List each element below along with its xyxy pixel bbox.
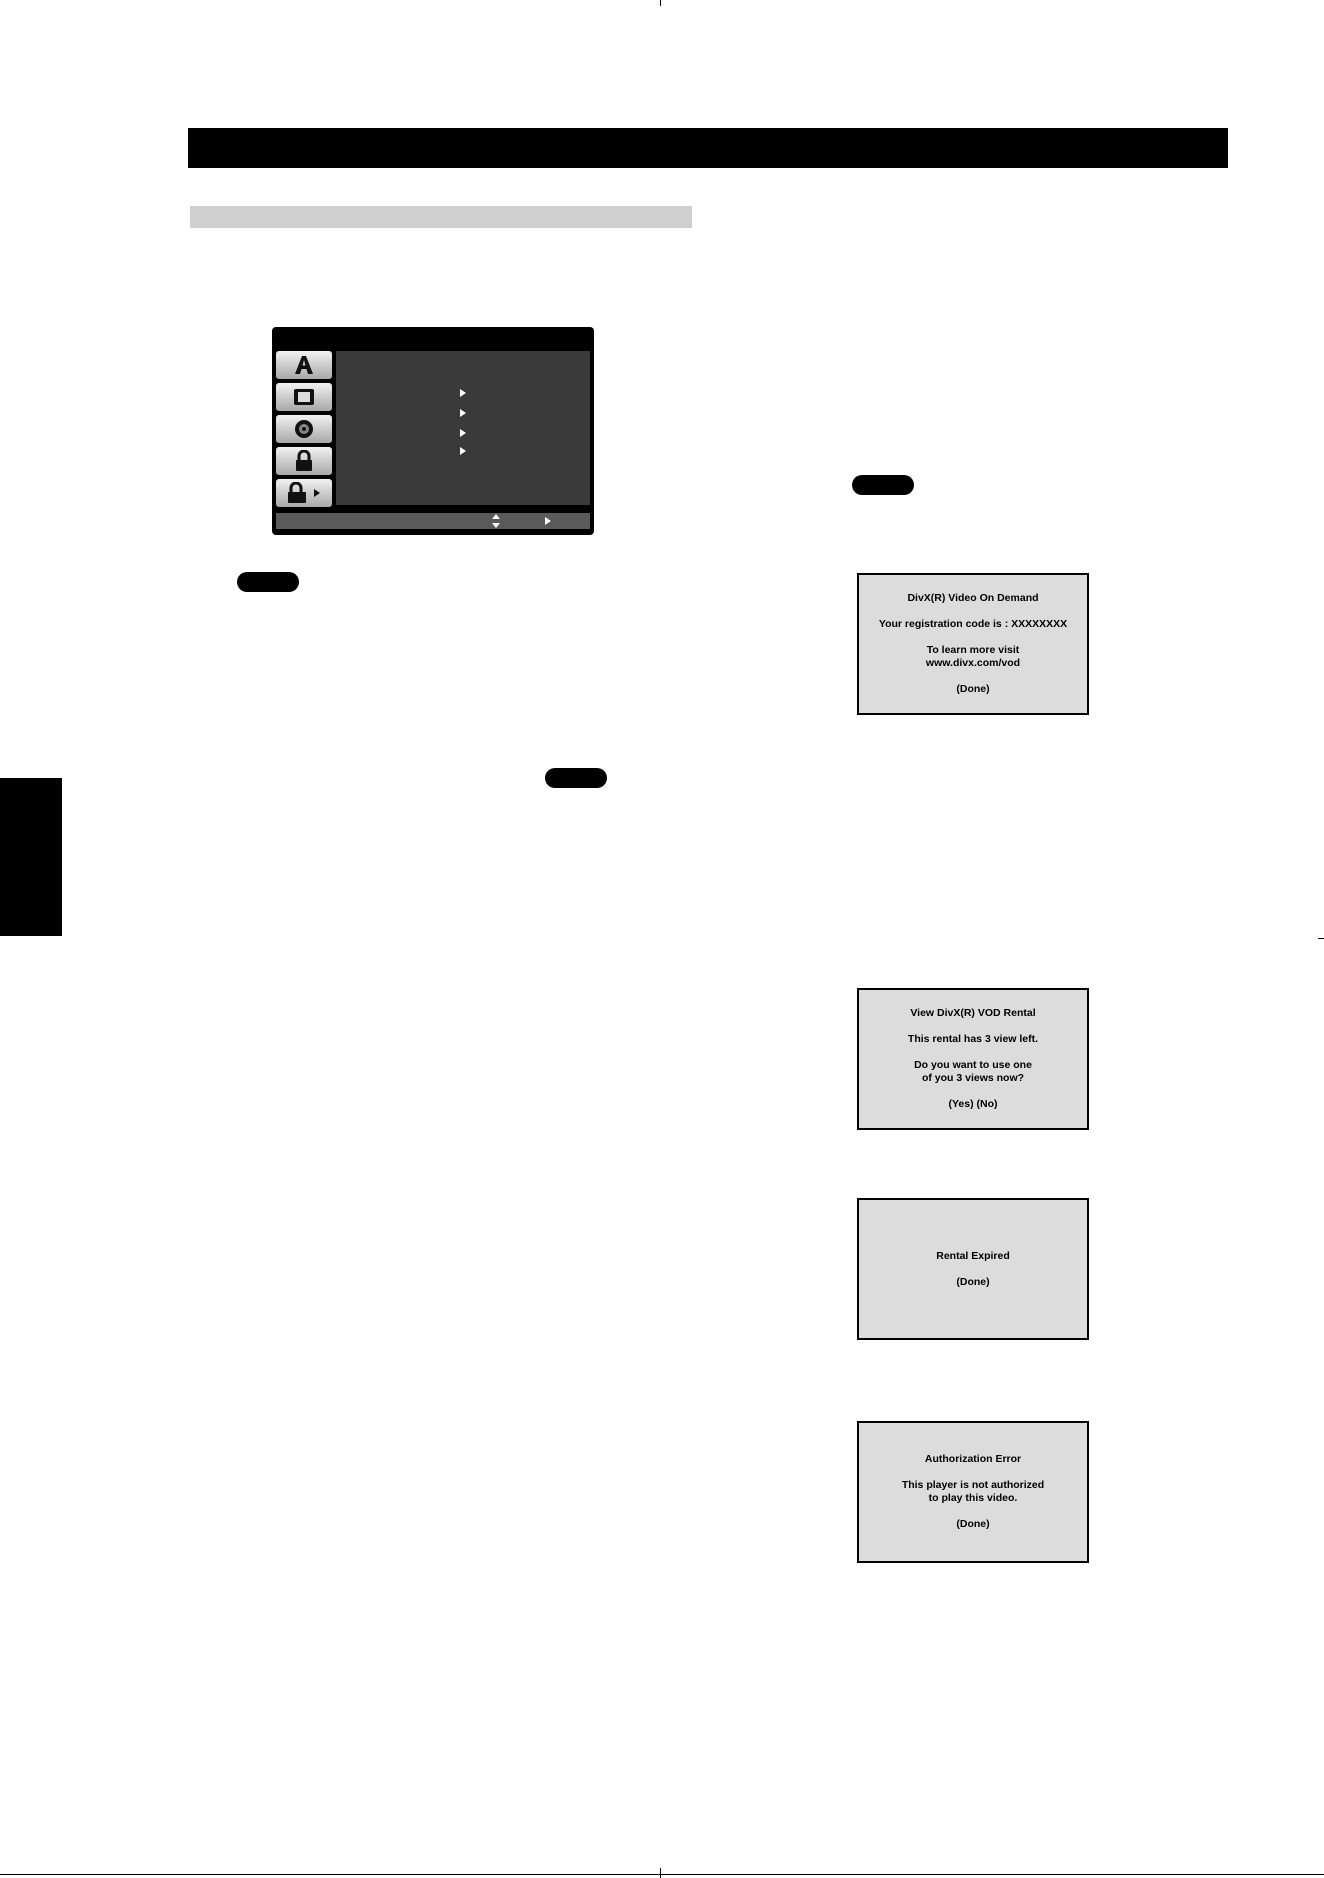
setup-menu-panel bbox=[336, 351, 590, 505]
setup-tab-others[interactable] bbox=[276, 479, 332, 507]
learn-more-text: To learn more visit bbox=[926, 644, 1020, 656]
rental-expired-dialog: Rental Expired (Done) bbox=[857, 1198, 1089, 1340]
views-left-text: This rental has 3 view left. bbox=[907, 1033, 1039, 1045]
yes-no-buttons[interactable]: (Yes) (No) bbox=[948, 1098, 998, 1110]
submenu-arrow-icon bbox=[460, 409, 466, 417]
submenu-arrow-icon bbox=[460, 447, 466, 455]
setup-menu-osd bbox=[272, 327, 594, 535]
others-icon bbox=[288, 482, 320, 503]
crop-mark-right bbox=[1318, 938, 1324, 939]
crop-mark-bottom-line bbox=[0, 1874, 1324, 1875]
setup-tab-display[interactable] bbox=[276, 383, 332, 411]
question-text: Do you want to use one bbox=[914, 1059, 1032, 1071]
right-arrow-icon bbox=[545, 517, 551, 525]
setup-tab-lock[interactable] bbox=[276, 447, 332, 475]
section-header-bar bbox=[188, 128, 1228, 168]
subsection-bar bbox=[190, 206, 692, 228]
done-button[interactable]: (Done) bbox=[956, 1275, 990, 1288]
lock-icon bbox=[296, 450, 312, 471]
submenu-arrow-icon bbox=[460, 429, 466, 437]
chapter-side-tab bbox=[0, 778, 62, 936]
error-message-2: to play this video. bbox=[928, 1492, 1018, 1504]
dialog-title: Authorization Error bbox=[924, 1453, 1022, 1465]
error-message: This player is not authorized bbox=[901, 1479, 1045, 1491]
up-down-arrow-icon bbox=[492, 514, 500, 528]
done-button[interactable]: (Done) bbox=[956, 683, 990, 695]
submenu-arrow-icon bbox=[460, 389, 466, 397]
dialog-title: Rental Expired bbox=[936, 1249, 1010, 1262]
rental-confirm-dialog: View DivX(R) VOD Rental This rental has … bbox=[857, 988, 1089, 1130]
setup-tab-audio[interactable] bbox=[276, 415, 332, 443]
display-icon bbox=[294, 389, 314, 405]
dialog-title: View DivX(R) VOD Rental bbox=[910, 1007, 1036, 1019]
question-text-2: of you 3 views now? bbox=[921, 1072, 1025, 1084]
language-icon bbox=[295, 356, 313, 374]
registration-code-text: Your registration code is : XXXXXXXX bbox=[878, 618, 1068, 630]
setup-tab-language[interactable] bbox=[276, 351, 332, 379]
crop-mark-bottom bbox=[660, 1868, 661, 1878]
note-pill-marker bbox=[852, 475, 914, 495]
note-pill-marker bbox=[237, 572, 299, 592]
audio-icon bbox=[295, 420, 313, 438]
authorization-error-dialog: Authorization Error This player is not a… bbox=[857, 1421, 1089, 1563]
learn-more-url: www.divx.com/vod bbox=[925, 657, 1021, 669]
registration-code-dialog: DivX(R) Video On Demand Your registratio… bbox=[857, 573, 1089, 715]
dialog-title: DivX(R) Video On Demand bbox=[907, 592, 1039, 604]
note-pill-marker bbox=[545, 768, 607, 788]
setup-menu-footer bbox=[276, 513, 590, 529]
crop-mark-top bbox=[660, 0, 661, 6]
done-button[interactable]: (Done) bbox=[956, 1518, 990, 1530]
